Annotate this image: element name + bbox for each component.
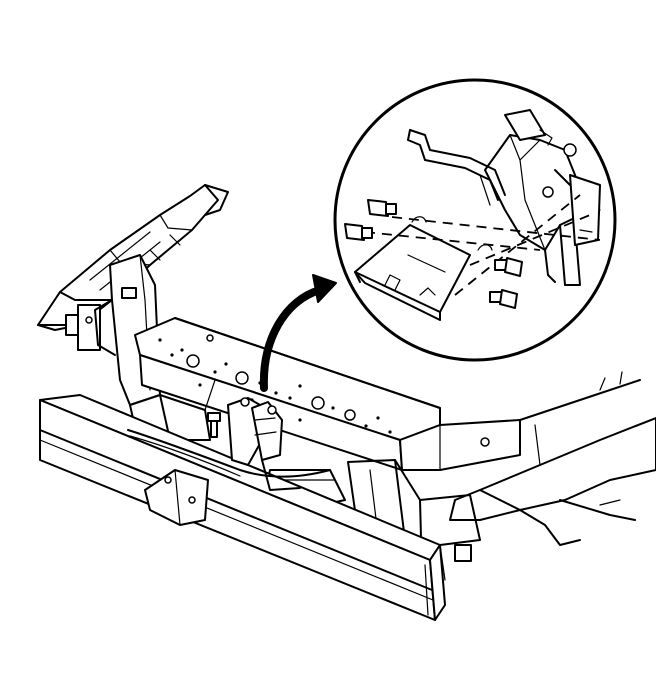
bolt-icon [367, 199, 397, 217]
latch-mount-bracket [354, 224, 471, 321]
hood-latch [484, 109, 601, 286]
loose-bolt-icon [207, 412, 221, 438]
bolt-icon [489, 289, 518, 309]
bolt-icon [494, 257, 523, 277]
release-cable-detail [407, 129, 506, 206]
hood-latch-installed [127, 397, 331, 491]
callout-arrow-icon [259, 274, 337, 392]
front-bumper-reinforcement [39, 394, 446, 621]
latch-detail-callout [333, 78, 617, 362]
bolt-icon [344, 223, 373, 241]
hood-panel [37, 184, 229, 351]
right-fender [449, 371, 656, 546]
